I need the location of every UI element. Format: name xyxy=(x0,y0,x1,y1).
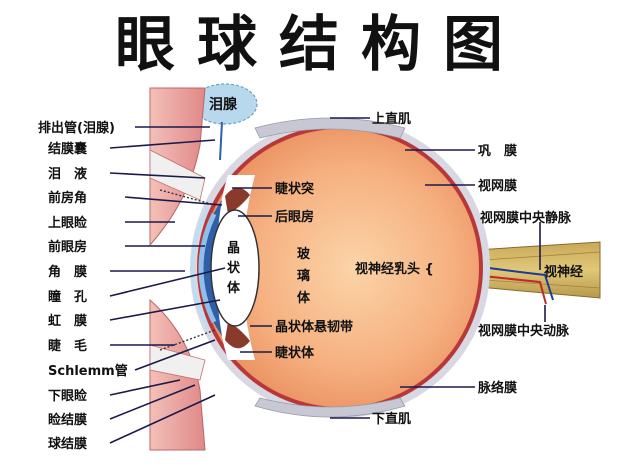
label-tear-gland: 泪腺 xyxy=(209,96,238,113)
label-lower-eyelid: 下眼睑 xyxy=(48,388,87,404)
label-ciliary-process: 睫状突 xyxy=(275,181,314,197)
label-upper-eyelid: 上眼睑 xyxy=(48,215,87,231)
label-conjunctival-sac: 结膜囊 xyxy=(48,141,88,157)
label-iris: 虹 膜 xyxy=(48,313,87,329)
vitreous-label-group: 玻璃体 xyxy=(297,246,311,306)
label-anterior-chamber: 前眼房 xyxy=(48,239,87,255)
label-zonule: 晶状体悬韧带 xyxy=(275,319,353,335)
label-vitreous: 玻璃体 xyxy=(297,246,311,306)
label-central-retinal-vein: 视网膜中央静脉 xyxy=(480,210,572,226)
label-posterior-chamber: 后眼房 xyxy=(275,209,314,225)
label-central-retinal-artery: 视网膜中央动脉 xyxy=(478,323,570,339)
label-pupil: 瞳 孔 xyxy=(48,289,87,305)
label-lens: 晶状体 xyxy=(227,241,241,296)
label-tear-fluid: 泪 液 xyxy=(48,166,87,182)
leader-lines-left xyxy=(109,126,226,444)
eyelids-shape xyxy=(149,87,216,451)
label-eyelash: 睫 毛 xyxy=(48,338,87,354)
label-excretory-duct: 排出管(泪腺) xyxy=(38,120,115,136)
label-ciliary-body: 睫状体 xyxy=(275,345,315,361)
leader-lines-right xyxy=(232,117,546,419)
label-optic-disc: 视神经乳头 { xyxy=(355,261,434,277)
label-choroid: 脉络膜 xyxy=(477,380,517,396)
label-anterior-chamber-angle: 前房角 xyxy=(48,190,87,206)
label-retina: 视网膜 xyxy=(478,178,517,194)
label-inferior-rectus: 下直肌 xyxy=(372,411,411,427)
page-title: 眼球结构图 xyxy=(115,10,525,80)
label-optic-nerve: 视神经 xyxy=(544,264,583,280)
label-sclera: 巩 膜 xyxy=(478,143,517,159)
label-bulbar-conjunctiva: 球结膜 xyxy=(48,436,87,452)
label-cornea: 角 膜 xyxy=(48,264,87,280)
label-schlemm-canal: Schlemm管 xyxy=(48,363,128,379)
eyeball-shape xyxy=(190,117,490,418)
label-superior-rectus: 上直肌 xyxy=(372,111,411,127)
lens-label-group: 晶状体 xyxy=(227,241,241,296)
label-palpebral-conjunctiva: 睑结膜 xyxy=(48,412,87,428)
